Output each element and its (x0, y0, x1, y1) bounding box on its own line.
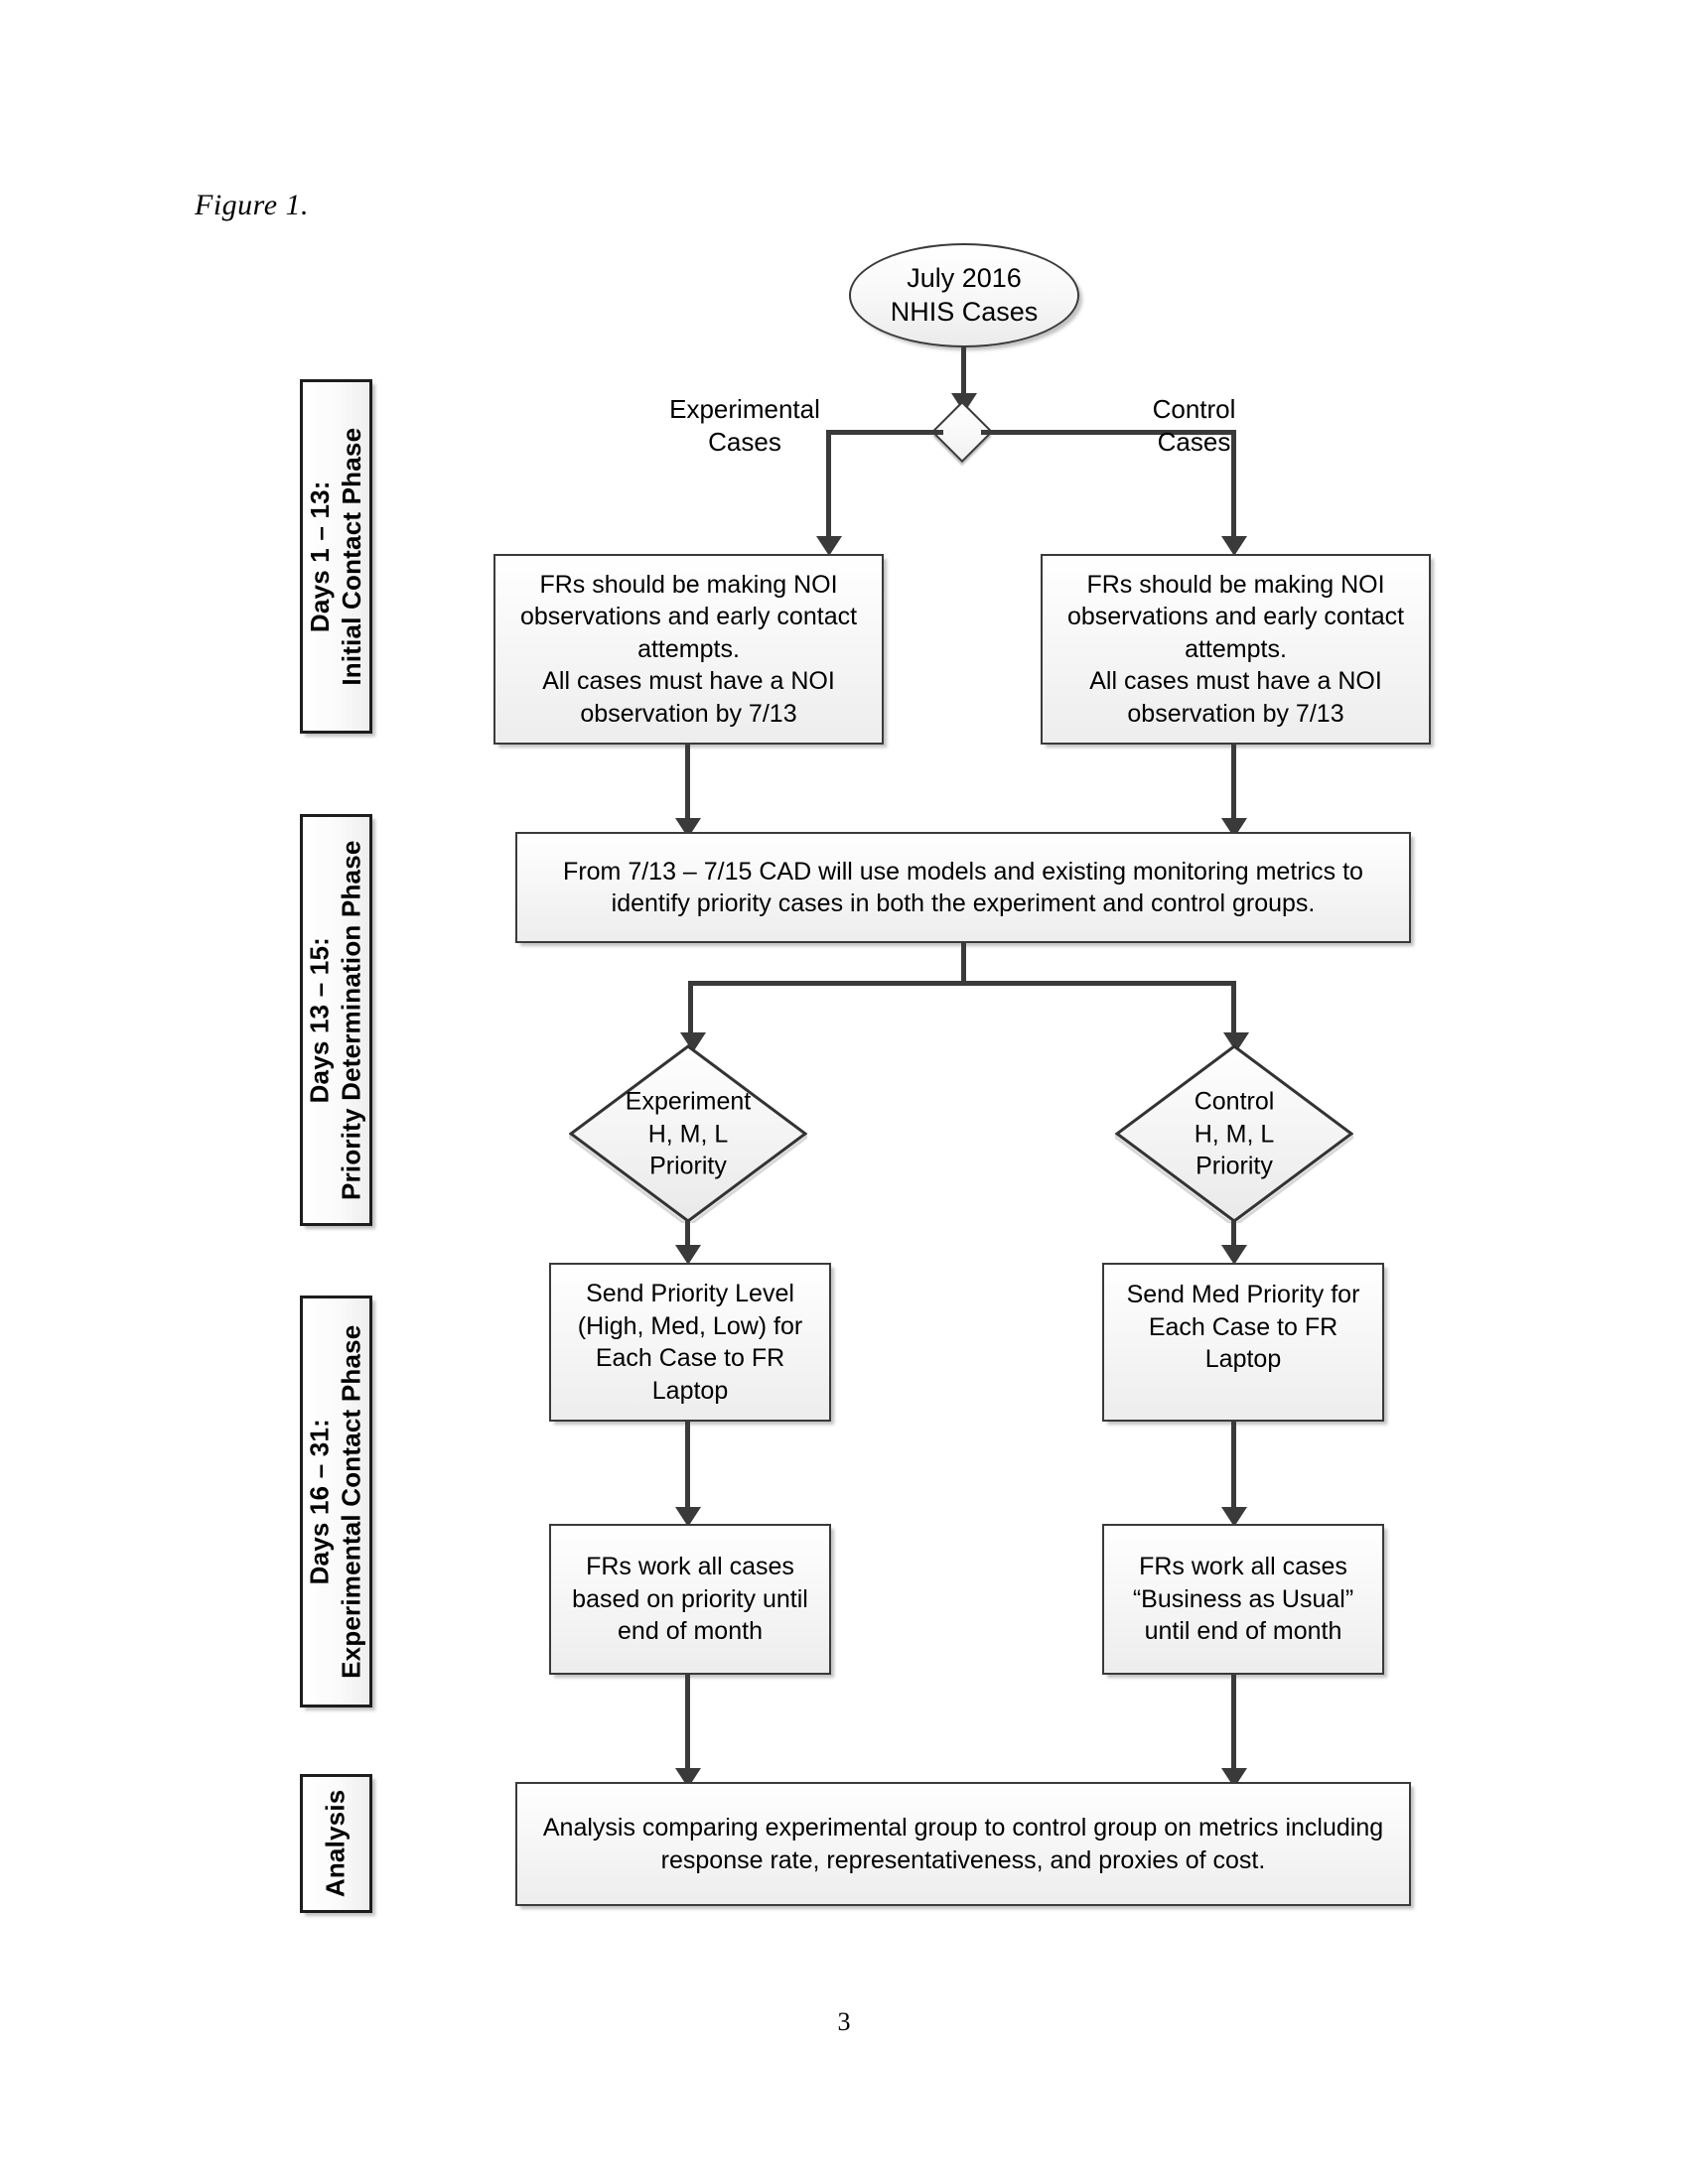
connector-left-send-to-work (685, 1422, 690, 1511)
start-node-nhis-cases: July 2016 NHIS Cases (849, 243, 1079, 347)
process-box-cad-models-label: From 7/13 – 7/15 CAD will use models and… (563, 857, 1363, 918)
process-box-work-business-as-usual: FRs work all cases “Business as Usual” u… (1102, 1524, 1384, 1675)
phase-band-priority-determination: Days 13 – 15:Priority Determination Phas… (300, 814, 372, 1226)
process-box-send-med-priority-label: Send Med Priority for Each Case to FR La… (1126, 1281, 1360, 1373)
phase-band-analysis: Analysis (300, 1774, 372, 1913)
connector-left-branch-down (826, 430, 831, 539)
start-node-label: July 2016 NHIS Cases (890, 262, 1039, 327)
process-box-send-med-priority: Send Med Priority for Each Case to FR La… (1102, 1263, 1384, 1422)
process-box-left-initial-contact: FRs should be making NOI observations an… (493, 554, 884, 745)
connector-right-diamond-to-send (1231, 1221, 1236, 1259)
arrowhead-right-branch (1221, 536, 1247, 556)
decision-diamond-experiment-shape (569, 1044, 807, 1223)
process-box-right-initial-contact: FRs should be making NOI observations an… (1041, 554, 1431, 745)
arrowhead-right-send-to-work (1221, 1507, 1247, 1527)
connector-cad-to-right-diamond (1231, 981, 1236, 1036)
connector-right-work-to-analysis (1231, 1675, 1236, 1772)
process-box-send-priority-level-label: Send Priority Level (High, Med, Low) for… (577, 1280, 803, 1405)
connector-cad-crossbar (688, 981, 1236, 986)
branch-label-experimental: Experimental Cases (669, 394, 820, 458)
phase-label-analysis: Analysis (320, 1789, 351, 1898)
process-box-analysis: Analysis comparing experimental group to… (515, 1782, 1411, 1906)
process-box-left-initial-contact-label: FRs should be making NOI observations an… (519, 570, 858, 728)
connector-right-branch-down (1231, 430, 1236, 539)
branch-label-control: Control Cases (1152, 394, 1236, 458)
arrowhead-cad-to-right-diamond (1223, 1032, 1249, 1052)
connector-left-work-to-analysis (685, 1675, 690, 1772)
connector-cad-to-left-diamond (688, 981, 693, 1036)
arrowhead-left-branch (816, 536, 842, 556)
process-box-work-business-as-usual-label: FRs work all cases “Business as Usual” u… (1132, 1553, 1354, 1646)
figure-caption: Figure 1. (195, 189, 310, 221)
process-box-analysis-label: Analysis comparing experimental group to… (542, 1814, 1384, 1874)
process-box-work-by-priority: FRs work all cases based on priority unt… (549, 1524, 831, 1675)
arrowhead-right-diamond-to-send (1221, 1245, 1247, 1265)
connector-oval-to-split (961, 347, 966, 397)
branch-arm-right (981, 430, 1234, 435)
process-box-work-by-priority-label: FRs work all cases based on priority unt… (572, 1553, 808, 1646)
phase-band-experimental-contact: Days 16 – 31:Experimental Contact Phase (300, 1296, 372, 1707)
connector-right-initial-to-cad (1231, 745, 1236, 822)
decision-diamond-experiment: Experiment H, M, L Priority (569, 1044, 807, 1223)
process-box-right-initial-contact-label: FRs should be making NOI observations an… (1066, 570, 1405, 728)
process-box-cad-models: From 7/13 – 7/15 CAD will use models and… (515, 832, 1411, 943)
arrowhead-left-diamond-to-send (675, 1245, 701, 1265)
branch-arm-left (829, 430, 943, 435)
phase-label-experimental-contact: Days 16 – 31:Experimental Contact Phase (304, 1324, 366, 1679)
phase-label-priority-determination: Days 13 – 15:Priority Determination Phas… (304, 840, 366, 1200)
process-box-send-priority-level: Send Priority Level (High, Med, Low) for… (549, 1263, 831, 1422)
phase-label-initial-contact: Days 1 – 13:Initial Contact Phase (304, 427, 366, 686)
connector-left-diamond-to-send (685, 1221, 690, 1259)
connector-cad-stem (961, 943, 966, 985)
decision-diamond-control-shape (1115, 1044, 1353, 1223)
connector-left-initial-to-cad (685, 745, 690, 822)
decision-diamond-control: Control H, M, L Priority (1115, 1044, 1353, 1223)
phase-band-initial-contact: Days 1 – 13:Initial Contact Phase (300, 379, 372, 734)
page-number: 3 (837, 2007, 851, 2036)
arrowhead-left-send-to-work (675, 1507, 701, 1527)
connector-right-send-to-work (1231, 1422, 1236, 1511)
